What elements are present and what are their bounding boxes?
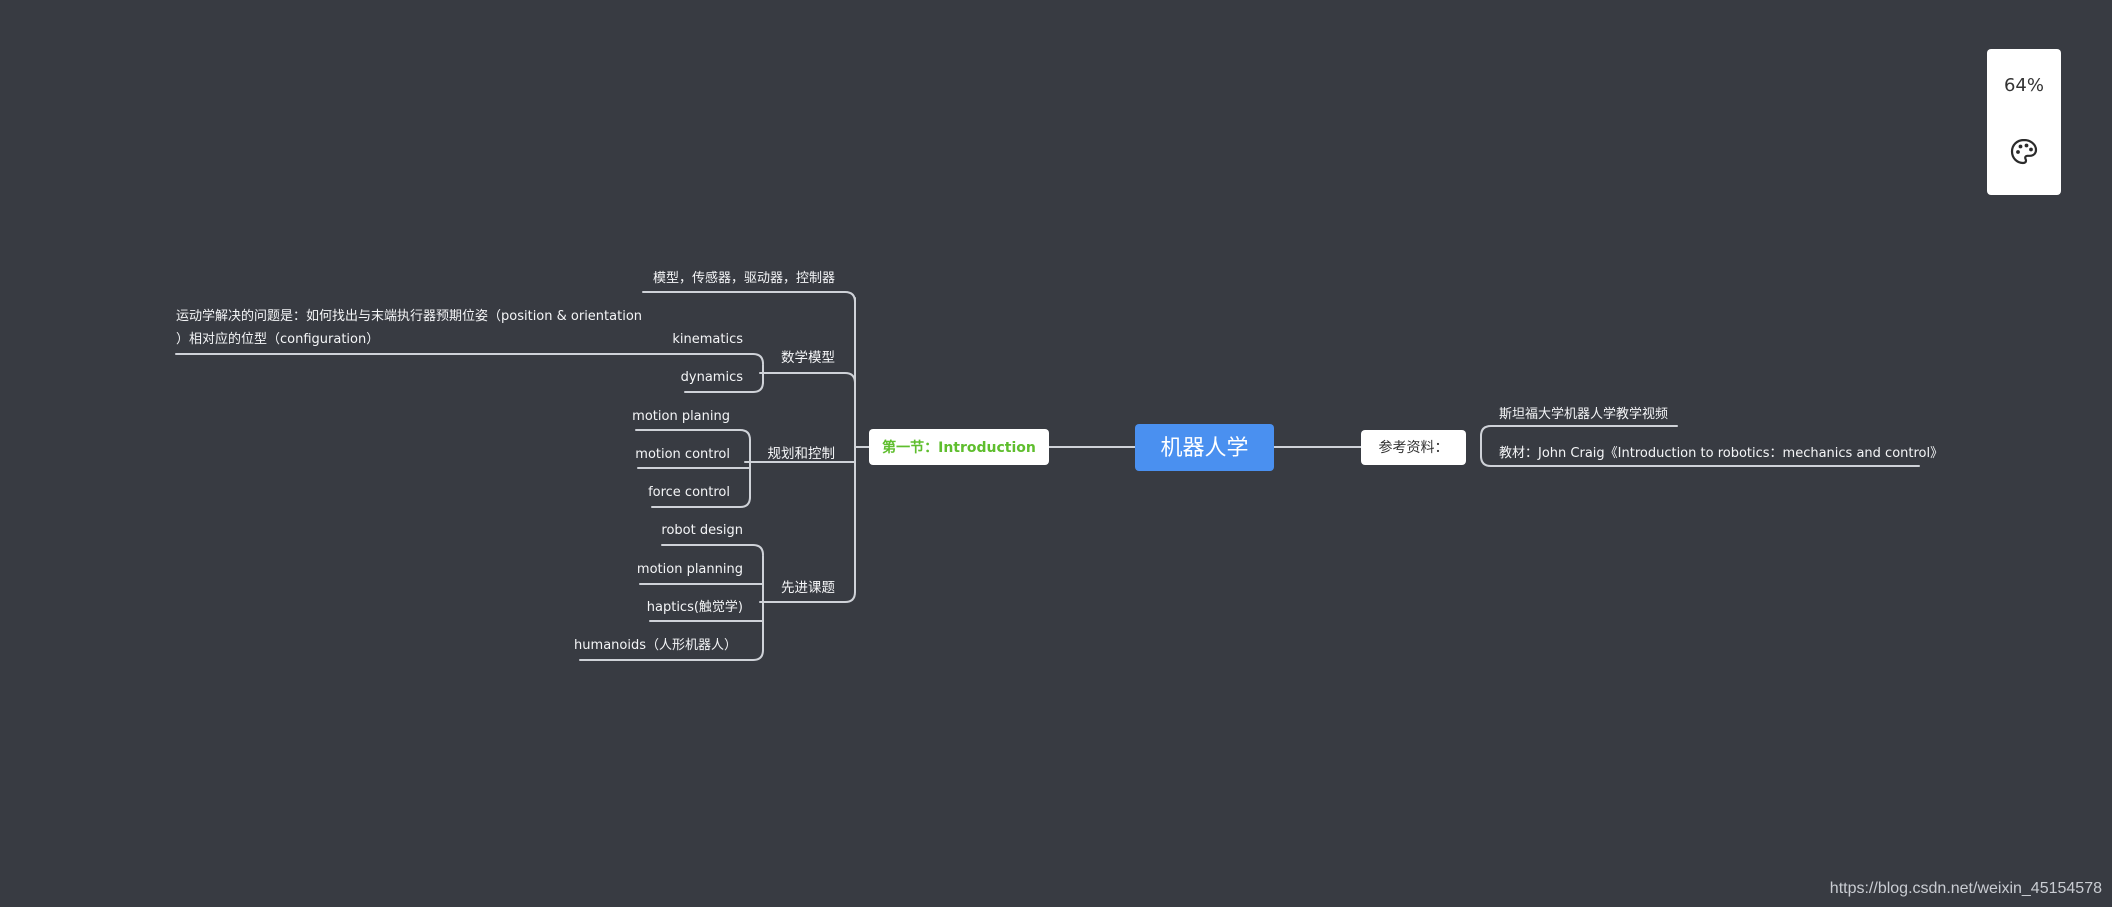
- topic-motion-control[interactable]: motion control: [635, 447, 730, 462]
- topic-planning-control[interactable]: 规划和控制: [768, 446, 836, 462]
- topic-advanced[interactable]: 先进课题: [781, 580, 835, 596]
- topic-motion-planing[interactable]: motion planing: [632, 409, 730, 424]
- topic-robot-design[interactable]: robot design: [661, 523, 743, 538]
- topic-haptics[interactable]: haptics(触觉学): [647, 599, 743, 615]
- topic-humanoids[interactable]: humanoids（人形机器人）: [574, 638, 737, 653]
- topic-model-components[interactable]: 模型，传感器，驱动器，控制器: [653, 270, 835, 286]
- reference-item-textbook[interactable]: 教材：John Craig《Introduction to robotics：m…: [1499, 445, 1943, 461]
- topic-force-control[interactable]: force control: [648, 485, 730, 500]
- reference-node[interactable]: 参考资料：: [1361, 430, 1466, 465]
- topic-math-model[interactable]: 数学模型: [781, 350, 835, 366]
- palette-icon[interactable]: [2008, 136, 2040, 168]
- reference-label: 参考资料：: [1379, 439, 1449, 456]
- kinematics-note-line-1[interactable]: 运动学解决的问题是：如何找出与末端执行器预期位姿（position & orie…: [176, 308, 642, 324]
- connector-lines: [175, 291, 1920, 661]
- root-node[interactable]: 机器人学: [1135, 424, 1274, 471]
- topic-motion-planning[interactable]: motion planning: [637, 562, 743, 577]
- reference-item-video[interactable]: 斯坦福大学机器人学教学视频: [1499, 406, 1668, 422]
- section-label: 第一节：Introduction: [882, 439, 1036, 456]
- root-label: 机器人学: [1160, 436, 1248, 461]
- topic-dynamics[interactable]: dynamics: [681, 370, 744, 385]
- topic-kinematics[interactable]: kinematics: [672, 332, 743, 347]
- section-node[interactable]: 第一节：Introduction: [869, 429, 1049, 465]
- watermark: https://blog.csdn.net/weixin_45154578: [1829, 880, 2102, 897]
- zoom-level[interactable]: 64%: [2003, 75, 2044, 96]
- kinematics-note-line-2[interactable]: ）相对应的位型（configuration）: [176, 331, 379, 347]
- zoom-panel: 64%: [1987, 49, 2061, 195]
